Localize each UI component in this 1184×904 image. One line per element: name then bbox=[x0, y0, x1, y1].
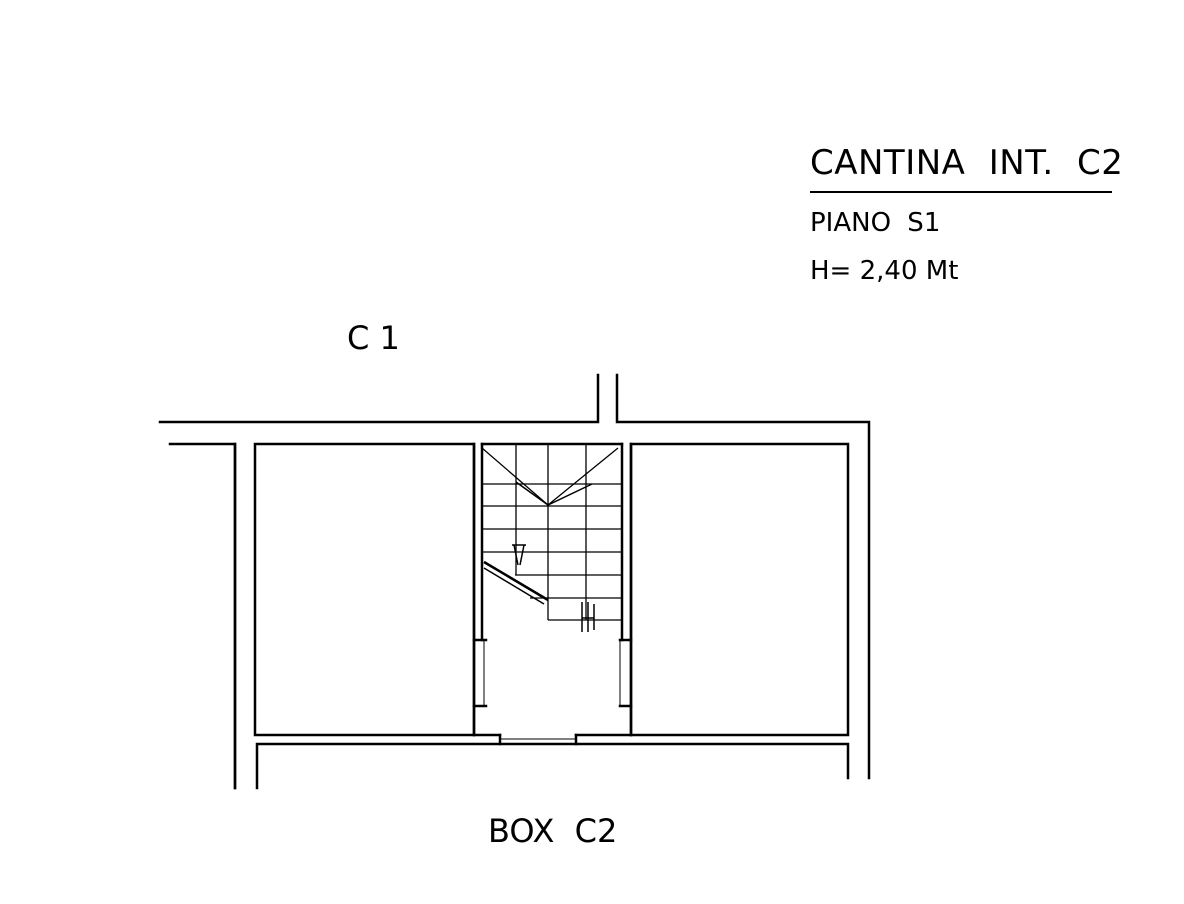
stair-hall-walls bbox=[472, 442, 633, 746]
neighbor-box-c2-label: BOX C2 bbox=[488, 812, 618, 850]
left-storage-room bbox=[253, 442, 476, 737]
outer-walls bbox=[158, 373, 871, 790]
neighbor-c1-label: C 1 bbox=[347, 319, 400, 357]
ceiling-height-label: H= 2,40 Mt bbox=[810, 256, 959, 286]
title-underline bbox=[810, 191, 1112, 193]
stair-direction-arrows bbox=[512, 481, 595, 632]
plan-title: CANTINA INT. C2 bbox=[810, 143, 1124, 183]
door-openings bbox=[483, 639, 621, 740]
staircase bbox=[481, 444, 622, 621]
right-storage-room bbox=[629, 442, 850, 737]
floor-level-label: PIANO S1 bbox=[810, 208, 941, 238]
